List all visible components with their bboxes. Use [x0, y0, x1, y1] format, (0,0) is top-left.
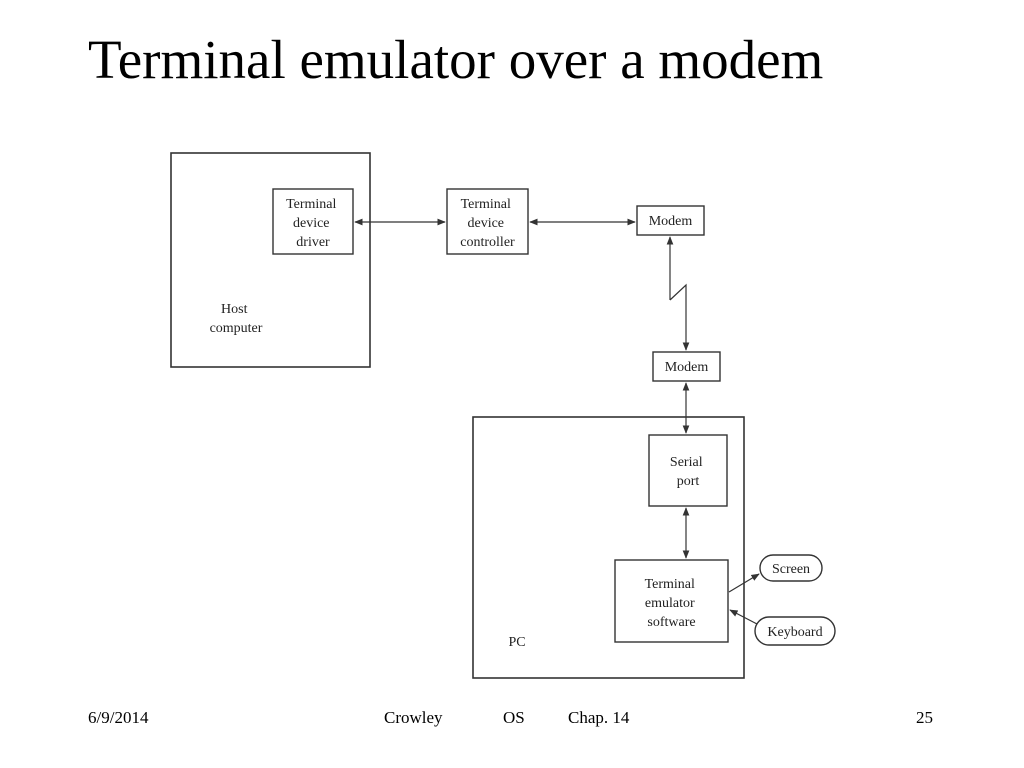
- footer-chapter: Chap. 14: [568, 708, 630, 727]
- modem-top-label: Modem: [649, 214, 693, 229]
- host-computer-label: Host computer: [210, 302, 263, 336]
- footer-date: 6/9/2014: [88, 708, 149, 727]
- software-screen-connector: [728, 573, 760, 593]
- modem-top-box: [636, 205, 705, 236]
- terminal-emulator-software-label: Terminal emulator software: [645, 577, 699, 630]
- phone-line-zigzag: [669, 283, 687, 301]
- pc-box: [472, 416, 745, 679]
- serial-port-box: [648, 434, 728, 507]
- host-computer-box: [170, 152, 371, 368]
- terminal-device-driver-label: Terminal device driver: [286, 197, 340, 250]
- screen-label: Screen: [772, 562, 810, 577]
- terminal-device-controller-box: [446, 188, 529, 255]
- footer-course: OS: [503, 708, 525, 727]
- slide-title: Terminal emulator over a modem: [88, 29, 824, 90]
- footer-page-number: 25: [916, 708, 933, 727]
- pc-label: PC: [508, 635, 525, 650]
- modem-bottom-label: Modem: [665, 360, 709, 375]
- terminal-emulator-software-box: [614, 559, 729, 643]
- terminal-device-controller-label: Terminal device controller: [460, 197, 515, 250]
- keyboard-label: Keyboard: [767, 625, 822, 640]
- modem-bottom-box: [652, 351, 721, 382]
- keyboard-node: [754, 616, 836, 646]
- screen-node: [759, 554, 823, 582]
- serial-port-label: Serial port: [670, 455, 706, 489]
- keyboard-software-connector: [729, 609, 758, 625]
- footer-author: Crowley: [384, 708, 443, 727]
- terminal-device-driver-box: [272, 188, 354, 255]
